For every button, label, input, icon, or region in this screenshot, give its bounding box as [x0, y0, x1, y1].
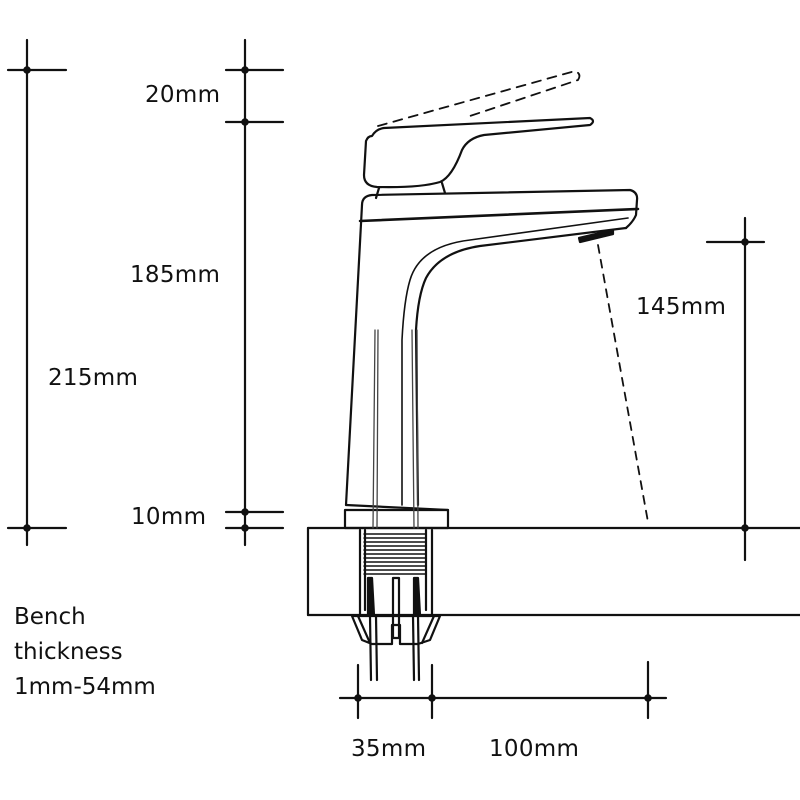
spout-clearance-label: 145mm — [636, 294, 727, 320]
lever-open-position-dashed — [377, 70, 581, 127]
tap-body — [343, 188, 640, 530]
water-flow-dashed — [597, 244, 649, 523]
total-height-label: 215mm — [48, 365, 139, 391]
body-height-label: 185mm — [130, 262, 221, 288]
threaded-shank — [350, 528, 442, 682]
base-height-label: 10mm — [131, 504, 207, 530]
lever-lift-label: 20mm — [145, 82, 221, 108]
bench-thickness-note: Bench thickness 1mm-54mm — [14, 600, 156, 705]
total-height-dimension-line — [6, 38, 68, 547]
bench-countertop — [306, 526, 800, 617]
spout-reach-label: 100mm — [489, 736, 580, 762]
middle-dimension-line — [224, 38, 285, 547]
dimension-endpoint-dots — [23, 66, 749, 702]
bench-note-line-3: 1mm-54mm — [14, 674, 156, 700]
bench-note-line-2: thickness — [14, 639, 123, 665]
bottom-dimension-line — [338, 660, 668, 720]
spout-clearance-dimension-line — [705, 216, 766, 562]
lever-handle — [362, 116, 595, 200]
bench-note-line-1: Bench — [14, 604, 86, 630]
base-width-label: 35mm — [351, 736, 427, 762]
